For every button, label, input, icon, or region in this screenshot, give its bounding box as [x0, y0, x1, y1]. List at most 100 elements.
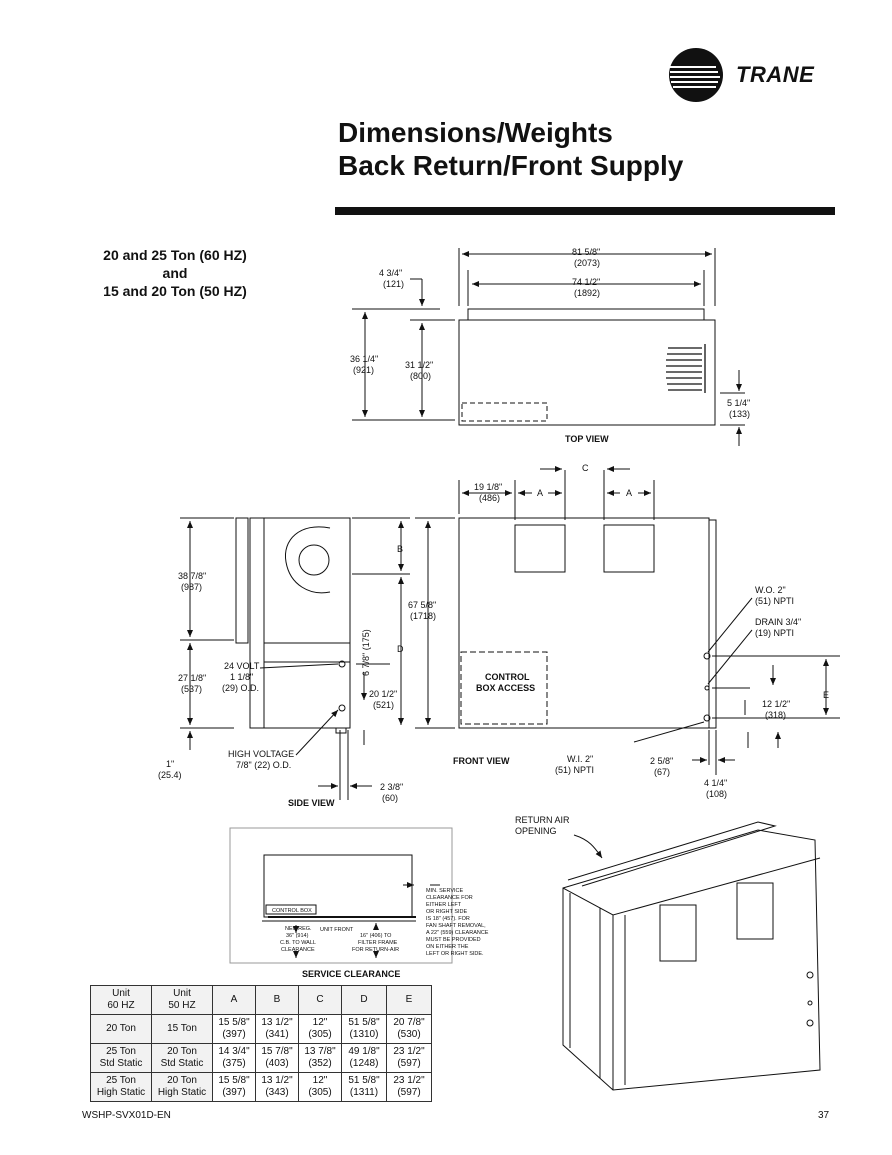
drain-label: DRAIN 3/4": [755, 617, 801, 627]
top-view-label: TOP VIEW: [565, 434, 609, 444]
nec-line-1: NEC REG.: [285, 926, 312, 932]
title-line-2: Back Return/Front Supply: [338, 150, 684, 181]
side-24volt-od: (29) O.D.: [222, 683, 259, 693]
min-line-7: A 22" (559) CLEARANCE: [426, 930, 489, 936]
wi-label: W.I. 2": [567, 754, 593, 764]
front-12-label: 12 1/2": [762, 699, 790, 709]
min-line-4: OR RIGHT SIDE: [426, 909, 467, 915]
front-41-mm: (108): [706, 789, 727, 799]
table-cell: 20 Ton: [90, 1014, 152, 1044]
wo-label: W.O. 2": [755, 585, 786, 595]
min-line-10: LEFT OR RIGHT SIDE.: [426, 951, 484, 957]
top-coil-label: 5 1/4": [727, 398, 750, 408]
front-letter-e: E: [823, 690, 829, 700]
front-12-mm: (318): [765, 710, 786, 720]
side-20-mm: (521): [373, 700, 394, 710]
table-cell: 20 7/8"(530): [386, 1014, 432, 1044]
header-b: B: [255, 985, 299, 1015]
header-c: C: [298, 985, 342, 1015]
top-depth2-label: 31 1/2": [405, 360, 433, 370]
subtitle-line-2: and: [162, 265, 188, 281]
side-letter-b: B: [397, 544, 403, 554]
table-cell: 13 1/2"(343): [255, 1072, 299, 1102]
table-cell: 15 7/8"(403): [255, 1043, 299, 1073]
service-clearance-drawing: [229, 827, 453, 964]
min-line-3: EITHER LEFT: [426, 902, 462, 908]
header-e: E: [386, 985, 432, 1015]
service-unit-front-label: UNIT FRONT: [320, 927, 354, 933]
footer-page-number: 37: [818, 1110, 830, 1121]
front-view-drawing: [415, 466, 840, 775]
service-control-box-label: CONTROL BOX: [272, 908, 312, 914]
subtitle-line-1: 20 and 25 Ton (60 HZ): [103, 247, 247, 263]
front-41-label: 4 1/4": [704, 778, 727, 788]
side-upper-label: 38 7/8": [178, 571, 206, 581]
table-row: 20 Ton 15 Ton 15 5/8"(397) 13 1/2"(341) …: [90, 1014, 432, 1044]
top-depth2-mm: (800): [410, 371, 431, 381]
return-air-label: RETURN AIR: [515, 815, 570, 825]
top-inner-width-label: 74 1/2": [572, 277, 600, 287]
top-depth-label: 36 1/4": [350, 354, 378, 364]
table-cell: 15 5/8"(397): [212, 1014, 256, 1044]
front-25-label: 2 5/8": [650, 756, 673, 766]
header-d: D: [341, 985, 387, 1015]
side-24volt-size: 1 1/8": [230, 672, 253, 682]
side-upper-mm: (987): [181, 582, 202, 592]
subtitle-line-3: 15 and 20 Ton (50 HZ): [103, 283, 247, 299]
footer-doc-id: WSHP-SVX01D-EN: [82, 1110, 171, 1121]
top-offset-label: 4 3/4": [379, 268, 402, 278]
side-175-label: 6 7/8" (175): [361, 629, 371, 676]
side-view-drawing: [180, 517, 410, 800]
title-rule: [335, 207, 835, 215]
wi-npt: (51) NPTI: [555, 765, 594, 775]
brand-name: TRANE: [736, 62, 815, 87]
title-line-1: Dimensions/Weights: [338, 117, 613, 148]
side-23-mm: (60): [382, 793, 398, 803]
table-cell: 49 1/8"(1248): [341, 1043, 387, 1073]
front-19-mm: (486): [479, 493, 500, 503]
min-line-1: MIN. SERVICE: [426, 888, 464, 894]
table-cell: 13 7/8"(352): [298, 1043, 342, 1073]
control-box-label: CONTROL: [485, 672, 530, 682]
side-24volt-label: 24 VOLT: [224, 661, 260, 671]
top-overall-width-label: 81 5/8": [572, 247, 600, 257]
top-coil-mm: (133): [729, 409, 750, 419]
top-depth-mm: (921): [353, 365, 374, 375]
trane-logo-icon: [669, 48, 723, 102]
control-box-access-label: BOX ACCESS: [476, 683, 535, 693]
top-view-drawing: [352, 248, 745, 446]
front-letter-a1: A: [537, 488, 543, 498]
nec-line-2: 36" (914): [286, 933, 309, 939]
top-offset-mm: (121): [383, 279, 404, 289]
table-cell: 15 5/8"(397): [212, 1072, 256, 1102]
top-overall-width-mm: (2073): [574, 258, 600, 268]
side-base-label: 1": [166, 759, 174, 769]
table-cell: 13 1/2"(341): [255, 1014, 299, 1044]
front-letter-a2: A: [626, 488, 632, 498]
iso-view-drawing: [562, 821, 821, 1091]
side-high-voltage-label: HIGH VOLTAGE: [228, 749, 294, 759]
filter-line-2: FILTER FRAME: [358, 940, 398, 946]
filter-line-3: FOR RETURN-AIR: [352, 947, 399, 953]
min-line-5: IS 18" (457). FOR: [426, 916, 470, 922]
table-cell: 12"(305): [298, 1014, 342, 1044]
return-air-opening-label: OPENING: [515, 826, 557, 836]
nec-line-3: C.B. TO WALL: [280, 940, 316, 946]
side-23-label: 2 3/8": [380, 782, 403, 792]
front-height-label: 67 5/8": [408, 600, 436, 610]
table-cell: 14 3/4"(375): [212, 1043, 256, 1073]
min-line-8: MUST BE PROVIDED: [426, 937, 481, 943]
front-letter-c: C: [582, 463, 589, 473]
table-cell: 51 5/8"(1310): [341, 1014, 387, 1044]
side-lower-label: 27 1/8": [178, 673, 206, 683]
table-cell: 15 Ton: [151, 1014, 213, 1044]
